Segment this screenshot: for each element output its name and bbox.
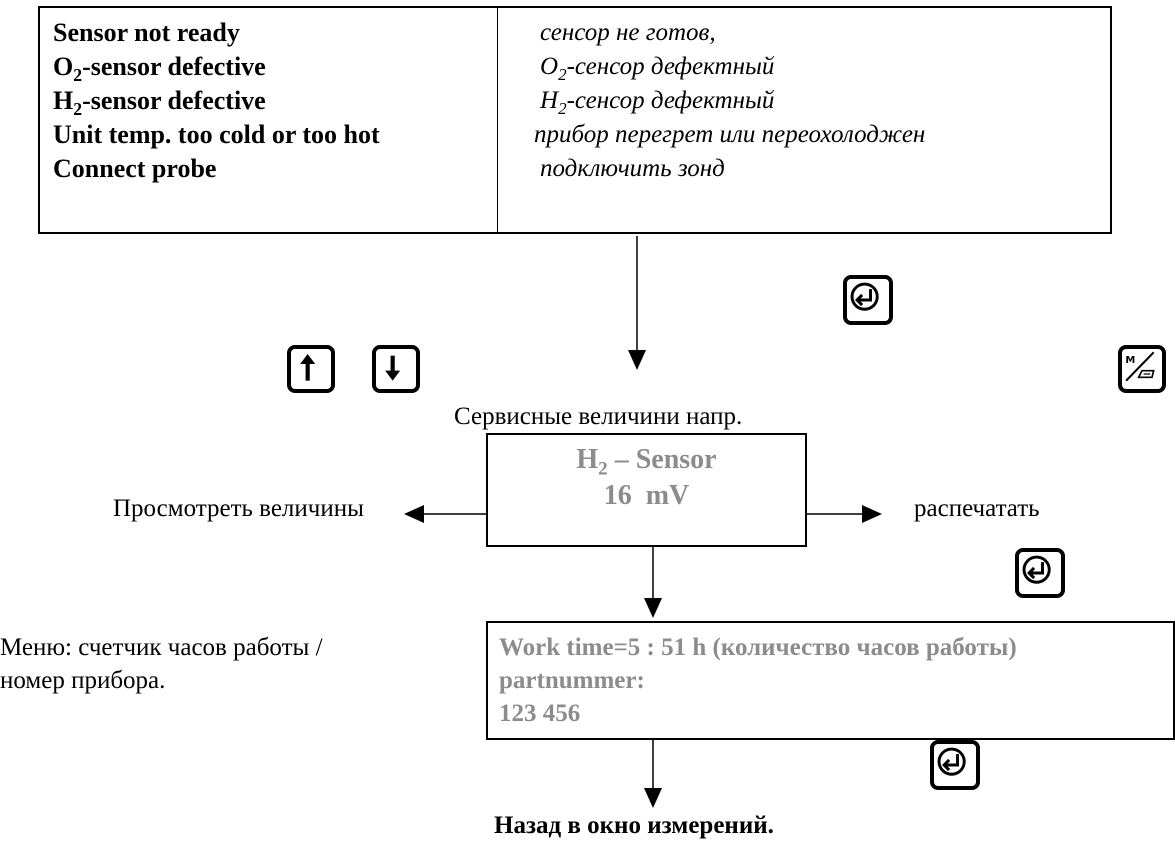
svg-text:M: M: [1125, 355, 1135, 366]
error-en-row-5: Connect probe: [53, 154, 217, 183]
print-key-icon: M: [1118, 345, 1166, 393]
error-ru-row-3: H2-сенсор дефектный: [540, 87, 775, 118]
view-values-label: Просмотреть величины: [113, 495, 364, 522]
error-ru-row-1: сенсор не готов,: [540, 19, 716, 46]
sensor-display-box: H2 – Sensor 16 mV: [486, 433, 807, 547]
sensor-value: 16 mV: [603, 480, 690, 511]
error-ru-row-4: прибор перегрет или переохолоджен: [534, 121, 926, 148]
service-values-label: Сервисные величини напр.: [454, 403, 743, 430]
sensor-name: H2 – Sensor: [576, 444, 717, 480]
arrow-down-3: [644, 788, 662, 808]
arrow-right: [862, 505, 882, 523]
error-message-table: Sensor not ready O2-sensor defective H2-…: [38, 6, 1112, 234]
print-label: распечатать: [914, 495, 1040, 522]
arrow-down-1: [628, 350, 646, 370]
back-to-measure-label: Назад в окно измерений.: [494, 812, 774, 839]
error-en-row-4: Unit temp. too cold or too hot: [53, 120, 380, 149]
error-en-row-3: H2-sensor defective: [53, 86, 266, 120]
enter-key-icon: [843, 275, 893, 325]
worktime-text: Work time=5 : 51 h (количество часов раб…: [499, 634, 1017, 727]
arrow-up-key-icon: [287, 345, 335, 393]
worktime-menu-label: Меню: счетчик часов работы / номер прибо…: [0, 634, 323, 694]
worktime-display-box: Work time=5 : 51 h (количество часов раб…: [486, 621, 1175, 740]
enter-key-icon-3: [930, 740, 980, 790]
error-ru-row-2: O2-сенсор дефектный: [540, 53, 775, 84]
error-ru-row-5: подключить зонд: [540, 155, 725, 182]
arrow-down-key-icon: [372, 345, 420, 393]
error-en-row-1: Sensor not ready: [53, 18, 240, 47]
arrow-down-2: [644, 598, 662, 618]
enter-key-icon-2: [1015, 548, 1065, 598]
arrow-left: [404, 505, 424, 523]
table-divider: [497, 8, 498, 232]
error-en-row-2: O2-sensor defective: [53, 52, 266, 86]
